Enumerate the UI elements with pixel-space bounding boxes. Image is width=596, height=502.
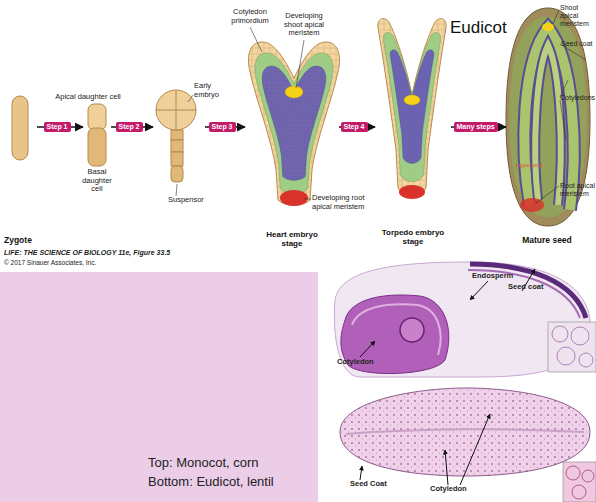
leader-line bbox=[560, 100, 566, 140]
callout-label: Bottom: Eudicot, lentil bbox=[148, 475, 316, 490]
leader-line bbox=[176, 184, 177, 196]
corn-seed-coat bbox=[470, 264, 586, 318]
stage-node: Zygote bbox=[4, 88, 36, 250]
inset-cell bbox=[557, 347, 575, 365]
callout-label: Cotyledon primordium bbox=[226, 8, 274, 25]
callout-label: Cotyledons bbox=[560, 94, 596, 102]
inset-cell bbox=[566, 466, 580, 480]
step-label: Step 1 bbox=[44, 122, 71, 132]
stage-node: Early embryoSuspensor bbox=[154, 88, 204, 206]
corn-cotyledon-band bbox=[352, 304, 441, 355]
callout-arrow bbox=[470, 281, 488, 300]
callout-label: Seed coat bbox=[561, 40, 596, 48]
callout-label: © 2017 Sinauer Associates, Inc. bbox=[4, 259, 304, 266]
cotyledon-split bbox=[346, 429, 584, 434]
stage-label: Mature seed bbox=[511, 236, 583, 246]
leader-line bbox=[188, 95, 193, 102]
protoderm bbox=[249, 42, 340, 205]
callout-label: Developing root apical meristem bbox=[312, 194, 366, 211]
corn-embryo-axis bbox=[400, 318, 424, 342]
inset-cell bbox=[552, 326, 568, 342]
step-label: Many steps bbox=[454, 122, 498, 132]
cell-division bbox=[156, 90, 196, 130]
stage-node: Apical daughter cellBasal daughter cell bbox=[84, 88, 110, 188]
ground-tissue bbox=[255, 53, 333, 193]
stage-label: Zygote bbox=[4, 236, 48, 246]
leader-line bbox=[536, 186, 559, 203]
lentil-texture bbox=[340, 388, 590, 476]
zygote-cell bbox=[12, 96, 28, 160]
inset-cell bbox=[572, 485, 586, 499]
leader-line bbox=[250, 27, 262, 52]
stage-label: Heart embryo stage bbox=[262, 230, 322, 248]
stage-callout: Suspensor bbox=[168, 196, 218, 205]
lentil-seed bbox=[340, 388, 590, 476]
stage-node: Torpedo embryo stage bbox=[376, 8, 450, 250]
callout-label: Root apical meristem bbox=[560, 182, 596, 198]
root-meristem bbox=[399, 185, 425, 199]
lentil-inset bbox=[563, 462, 596, 502]
shoot-meristem bbox=[404, 95, 420, 105]
top-panel bbox=[0, 0, 596, 272]
apical-cell bbox=[88, 104, 106, 130]
callout-label: Hypocotyl bbox=[516, 162, 552, 169]
leader-line bbox=[553, 10, 559, 24]
callout-label: Developing shoot apical meristem bbox=[276, 12, 332, 38]
callout-label: LIFE: THE SCIENCE OF BIOLOGY 11e, Figure… bbox=[4, 249, 304, 257]
suspensor-cell bbox=[171, 130, 183, 140]
stage-node: Heart embryo stage bbox=[246, 38, 338, 250]
cell-texture bbox=[378, 19, 446, 197]
micrograph-panel bbox=[318, 258, 596, 502]
callout-label: Seed coat bbox=[508, 283, 558, 292]
suspensor-cell bbox=[171, 152, 183, 166]
cotyledon-inner bbox=[535, 45, 561, 205]
root-meristem bbox=[280, 190, 308, 206]
ground-tissue bbox=[383, 32, 440, 181]
procambium bbox=[390, 50, 434, 164]
leader-line bbox=[296, 40, 304, 88]
callout-label: Eudicot bbox=[450, 18, 520, 38]
callout-label: Cotyledon bbox=[430, 485, 480, 494]
callout-arrow bbox=[460, 414, 490, 485]
stage-callout: Basal daughter cell bbox=[76, 168, 118, 194]
shoot-meristem bbox=[542, 23, 554, 31]
callout-label: Top: Monocot, corn bbox=[148, 456, 316, 471]
step-label: Step 2 bbox=[116, 122, 143, 132]
callout-arrow bbox=[360, 466, 362, 480]
step-label: Step 4 bbox=[341, 122, 368, 132]
callout-arrow bbox=[360, 341, 375, 357]
globular-embryo bbox=[156, 90, 196, 130]
cotyledon-inner bbox=[535, 45, 561, 205]
step-label: Step 3 bbox=[209, 122, 236, 132]
callout-label: Endosperm bbox=[472, 272, 532, 281]
suspensor-cell bbox=[171, 166, 183, 182]
procambium bbox=[262, 66, 326, 180]
stage-label: Apical daughter cell bbox=[38, 93, 138, 102]
corn-seed-coat bbox=[468, 270, 580, 318]
callout-label: Cotyledon bbox=[337, 358, 387, 367]
callout-arrow bbox=[445, 450, 448, 485]
suspensor-cell bbox=[171, 140, 183, 152]
leader-line bbox=[304, 199, 311, 200]
cell-texture bbox=[262, 66, 326, 180]
callout-label: Shoot apical meristem bbox=[560, 4, 596, 28]
stage-label: Early embryo bbox=[194, 82, 224, 99]
inset-cell bbox=[582, 470, 594, 482]
protoderm bbox=[378, 19, 446, 197]
basal-cell bbox=[88, 128, 106, 166]
inset-cell bbox=[571, 327, 589, 345]
corn-inset bbox=[548, 322, 596, 372]
callout-label: Seed Coat bbox=[350, 480, 400, 489]
shoot-meristem bbox=[285, 86, 303, 98]
inset-cell bbox=[579, 353, 593, 367]
stage-label: Torpedo embryo stage bbox=[376, 228, 450, 246]
cell-texture bbox=[249, 42, 340, 205]
